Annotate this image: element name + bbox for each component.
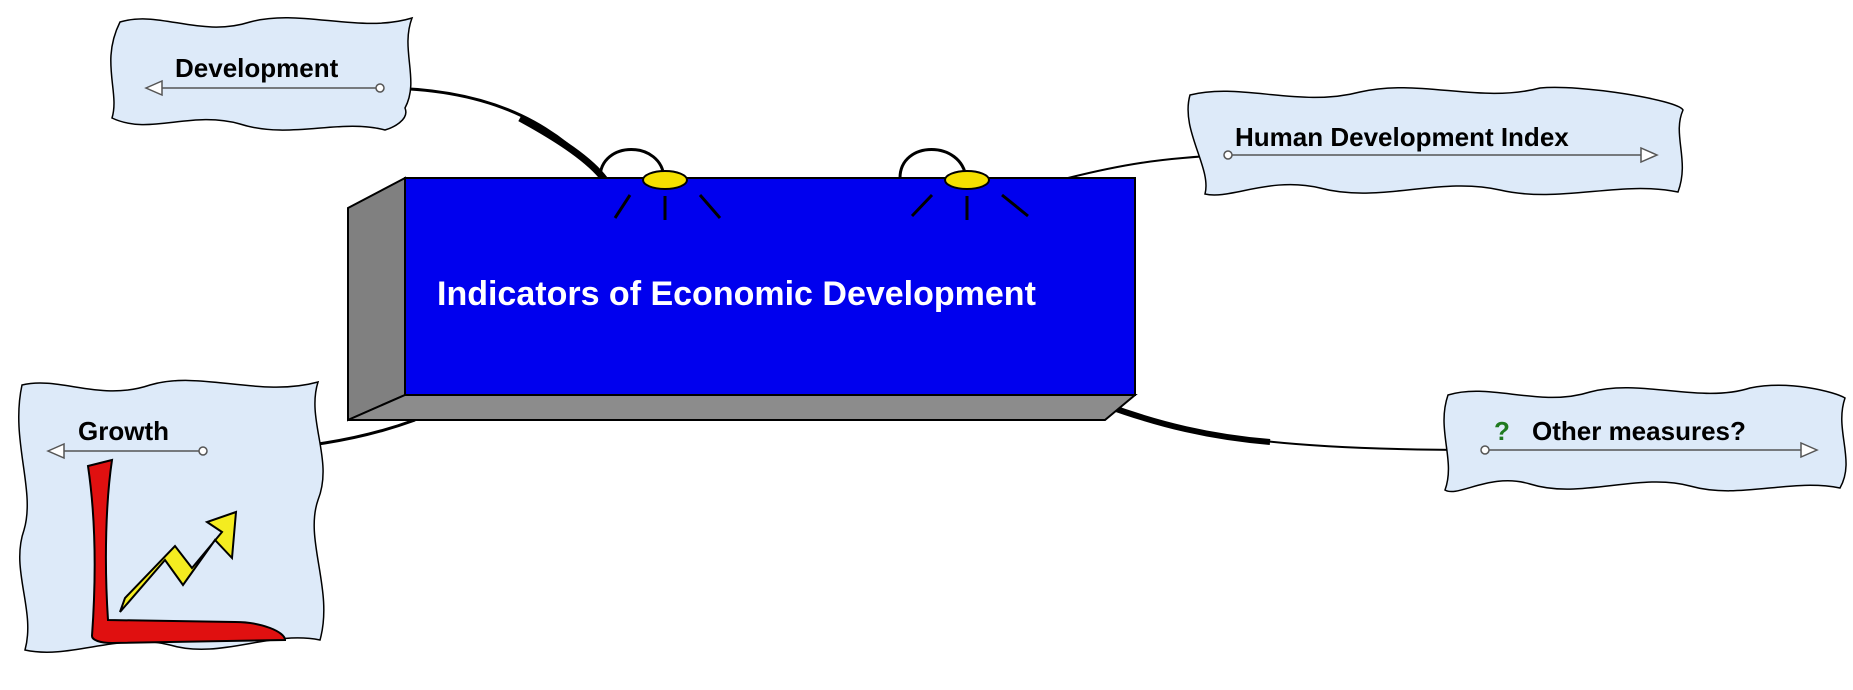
- connector-other: [1104, 404, 1486, 451]
- question-mark-icon: ?: [1494, 416, 1510, 446]
- connector-development-thick: [518, 114, 608, 183]
- bubble-development-shape: [110, 16, 414, 131]
- bubble-hdi[interactable]: Human Development Index: [1187, 86, 1684, 196]
- central-topic[interactable]: Indicators of Economic Development: [347, 148, 1138, 422]
- bubble-growth-shape: [18, 379, 325, 653]
- lamp-bulb-shape: [642, 170, 688, 190]
- arrowhead-right-icon: [1800, 441, 1819, 459]
- lamp-ray-shape: [1001, 193, 1029, 218]
- connector-dot-icon: [198, 446, 208, 456]
- bubble-other-label: Other measures?: [1532, 416, 1746, 446]
- arrowhead-left-icon: [144, 79, 163, 97]
- yellow-arrow-shape: [119, 510, 238, 613]
- bubble-growth-label: Growth: [78, 416, 169, 446]
- lamp-icon: [598, 148, 722, 220]
- central-topic-bottom: [347, 394, 1138, 421]
- lamp-icon: [898, 148, 1029, 220]
- connector-dot-icon: [375, 83, 385, 93]
- lamp-bulb-shape: [944, 170, 990, 190]
- central-topic-face: [404, 177, 1136, 396]
- arrowhead-left-icon: [46, 442, 65, 460]
- bubble-hdi-shape: [1187, 86, 1684, 196]
- lamp-ray-shape: [613, 194, 632, 219]
- bubble-other-shape: [1443, 384, 1847, 493]
- bubble-hdi-label: Human Development Index: [1235, 122, 1569, 152]
- lamp-hood-shape: [898, 148, 968, 179]
- connector-other-thick: [1103, 402, 1271, 445]
- central-topic-side: [347, 176, 406, 422]
- central-topic-label: Indicators of Economic Development: [437, 275, 1036, 313]
- bubble-growth[interactable]: Growth: [18, 379, 325, 653]
- bubble-other[interactable]: ? Other measures?: [1443, 384, 1847, 493]
- bubble-development-label: Development: [175, 53, 339, 83]
- lamp-ray-shape: [698, 194, 722, 219]
- growth-chart-icon: [86, 458, 287, 645]
- connector-development: [379, 86, 607, 182]
- bubble-development[interactable]: Development: [110, 16, 414, 131]
- red-axis-shape: [86, 458, 287, 645]
- lamp-ray-shape: [910, 193, 934, 218]
- lamp-hood-shape: [598, 148, 666, 179]
- arrowhead-right-icon: [1640, 146, 1659, 164]
- connector-dot-icon: [1223, 150, 1233, 160]
- connector-dot-icon: [1480, 445, 1490, 455]
